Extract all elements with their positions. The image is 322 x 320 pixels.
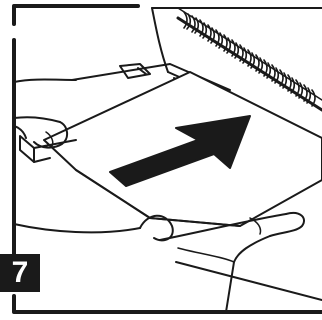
step-number-badge: 7 (0, 254, 40, 292)
right-hand (14, 213, 304, 312)
paper-stack (44, 72, 322, 300)
